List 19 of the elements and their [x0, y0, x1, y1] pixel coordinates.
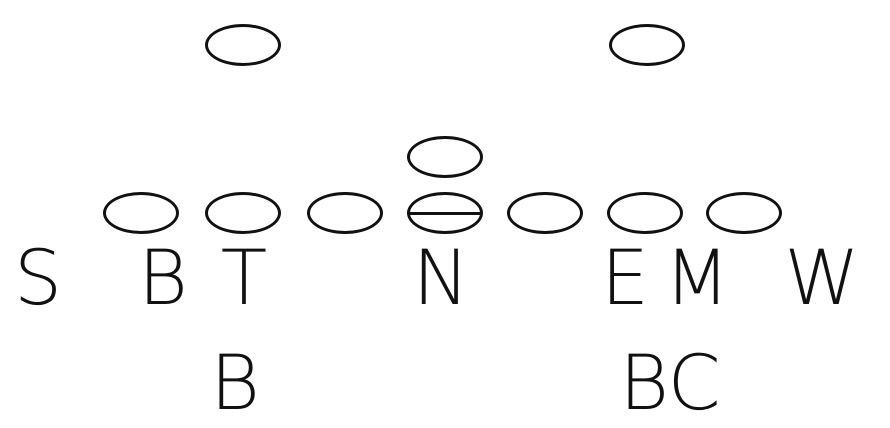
position-letter: B — [210, 345, 260, 421]
player-ellipse — [609, 24, 685, 66]
position-letter: M — [664, 240, 730, 316]
position-letter: W — [784, 240, 860, 316]
player-ellipse — [706, 192, 782, 234]
player-ellipse — [205, 24, 281, 66]
player-ellipse — [507, 192, 583, 234]
position-letter: BC — [619, 345, 721, 421]
player-ellipse — [103, 192, 179, 234]
player-ellipse — [205, 192, 281, 234]
position-letter: N — [412, 240, 470, 316]
position-letter: T — [220, 240, 268, 316]
position-letter: B — [138, 240, 188, 316]
position-letter: E — [600, 240, 650, 316]
player-ellipse — [407, 136, 483, 178]
position-letter: S — [14, 240, 62, 316]
player-ellipse — [307, 192, 383, 234]
player-ellipse — [607, 192, 683, 234]
center-ellipse — [407, 192, 483, 234]
